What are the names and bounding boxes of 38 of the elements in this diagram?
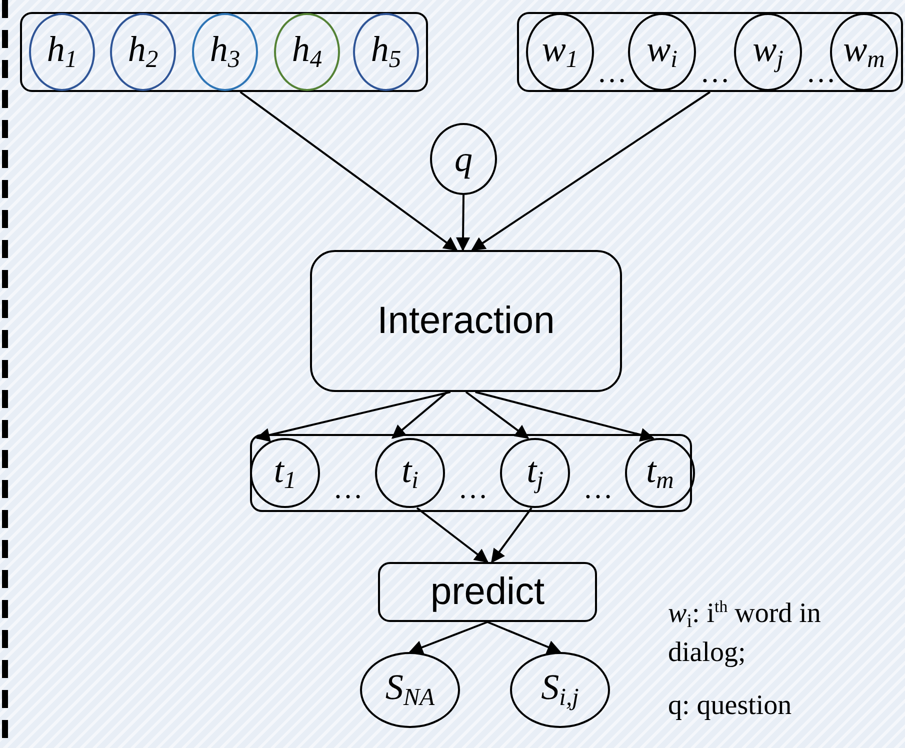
variable-circle: h$_{3}$ xyxy=(192,13,258,91)
variable-circle: t$_{j}$ xyxy=(500,438,570,508)
variable-circle: S$_{i,j}$ xyxy=(510,652,610,728)
group-box xyxy=(517,12,903,92)
variable-circle: h$_{4}$ xyxy=(274,13,340,91)
variable-circle: h$_{2}$ xyxy=(110,13,176,91)
variable-circle: t$_{i}$ xyxy=(375,438,445,508)
ellipsis: … xyxy=(583,474,613,504)
group-box xyxy=(20,12,428,92)
ellipsis: … xyxy=(333,474,363,504)
variable-circle: t$_{m}$ xyxy=(625,438,695,508)
variable-circle: h$_{5}$ xyxy=(353,13,419,91)
process-box: Interaction xyxy=(310,250,622,392)
arrow xyxy=(487,621,562,654)
arrow xyxy=(391,391,448,439)
process-box: predict xyxy=(378,562,597,622)
arrow xyxy=(240,91,458,251)
ellipsis: … xyxy=(597,58,627,88)
variable-circle: h$_{1}$ xyxy=(29,13,95,91)
variable-circle: w$_{1}$ xyxy=(526,13,594,91)
variable-circle: q xyxy=(430,123,497,195)
arrow xyxy=(416,507,489,563)
arrow xyxy=(456,194,470,252)
arrow xyxy=(256,391,451,442)
variable-circle: w$_{j}$ xyxy=(734,13,802,91)
ellipsis: … xyxy=(458,474,488,504)
variable-circle: t$_{1}$ xyxy=(250,438,320,508)
arrow xyxy=(408,621,488,654)
arrow xyxy=(471,91,711,251)
arrow xyxy=(465,391,530,439)
legend-note: w$_{i}$: i$^{th}$ word in dialog; xyxy=(668,596,822,670)
variable-circle: w$_{i}$ xyxy=(628,13,696,91)
legend-note: q: question xyxy=(668,689,793,723)
arrow xyxy=(491,507,532,564)
arrow xyxy=(475,391,654,442)
ellipsis: … xyxy=(700,58,730,88)
group-box xyxy=(250,434,692,512)
variable-circle: S$_{NA}$ xyxy=(360,652,460,728)
